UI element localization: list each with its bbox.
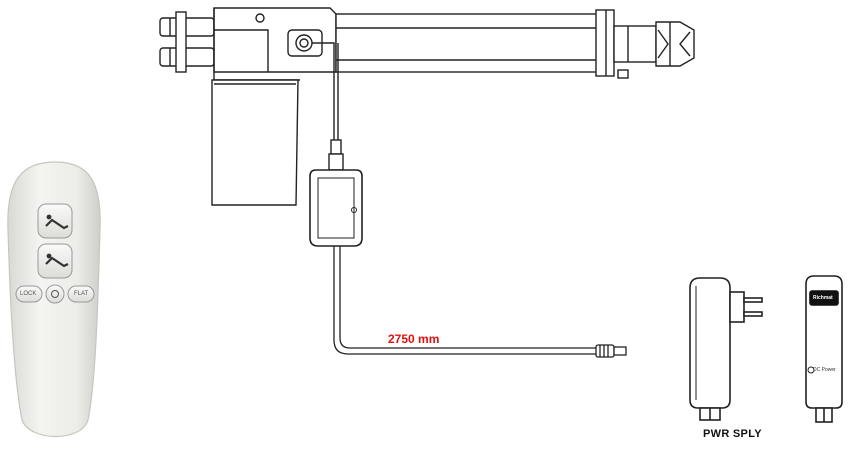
cable-connector xyxy=(595,344,627,358)
outer-tube xyxy=(335,9,629,79)
control-box xyxy=(309,169,363,247)
linear-actuator xyxy=(159,7,695,206)
inner-rod xyxy=(613,25,657,63)
front-clevis xyxy=(655,21,695,67)
lock-button[interactable] xyxy=(15,285,43,303)
remote-lock-label: LOCK xyxy=(20,291,37,297)
remote-flat-label: FLAT xyxy=(74,291,89,297)
flat-button[interactable] xyxy=(67,285,95,303)
power-supply-front xyxy=(805,275,843,423)
rear-clevis xyxy=(159,11,215,73)
power-cable xyxy=(312,42,344,171)
hand-remote xyxy=(7,161,101,438)
output-cable xyxy=(333,246,596,355)
cable-length-label: 2750 mm xyxy=(388,332,440,346)
motor-body xyxy=(211,79,299,206)
power-supply-status-label: DC Power xyxy=(813,367,836,373)
head-up-icon[interactable] xyxy=(37,203,73,239)
light-icon[interactable] xyxy=(45,284,65,304)
head-down-icon[interactable] xyxy=(37,243,73,279)
power-supply-brand-label: Richmat xyxy=(813,295,833,301)
power-supply-caption: PWR SPLY xyxy=(703,428,762,440)
power-supply-side xyxy=(689,277,763,421)
